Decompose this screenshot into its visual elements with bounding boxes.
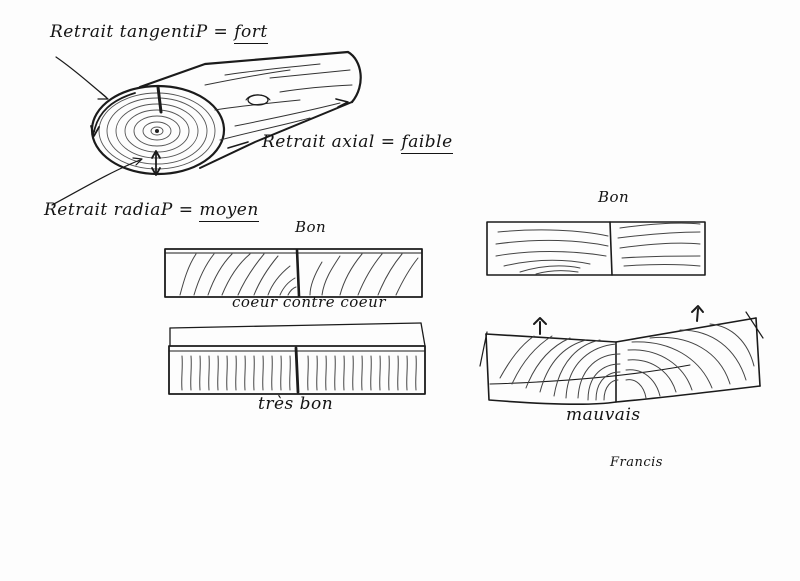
board-coeur-contre-coeur <box>164 248 423 298</box>
label-retrait-axial-value: faible <box>401 132 453 154</box>
label-signature: Francis <box>610 455 663 470</box>
grain-line <box>397 355 399 391</box>
grain-line <box>325 355 327 391</box>
grain-line <box>370 355 372 391</box>
log-drawing <box>51 50 362 206</box>
grain-line <box>343 355 345 391</box>
grain-line <box>253 355 255 391</box>
label-coeur-contre-coeur: coeur contre coeur <box>232 293 386 311</box>
grain-line <box>280 355 282 391</box>
grain-line <box>217 355 219 391</box>
label-retrait-tangentiel-term: Retrait tangentiP <box>50 22 208 42</box>
label-retrait-radial-value: moyen <box>199 200 259 222</box>
grain-line <box>388 355 390 391</box>
label-retrait-axial-term: Retrait axial <box>262 132 375 152</box>
grain-line <box>379 355 381 391</box>
label-retrait-tangentiel: Retrait tangentiP = fort <box>50 22 268 44</box>
label-tres-bon: très bon <box>258 394 334 414</box>
grain-line <box>190 355 192 391</box>
label-mauvais: mauvais <box>566 405 641 425</box>
log-bark-lines <box>204 63 353 141</box>
grain-line <box>361 355 363 391</box>
label-retrait-tangentiel-value: fort <box>234 22 268 44</box>
grain-line <box>289 355 291 391</box>
grain-line <box>334 355 336 391</box>
board-bon-right <box>486 221 706 276</box>
label-retrait-axial-eq: = <box>380 132 396 152</box>
label-bon-top: Bon <box>295 218 327 236</box>
board-tres-bon <box>168 322 426 395</box>
grain-line <box>181 355 183 391</box>
grain-line <box>235 355 237 391</box>
label-retrait-radial-term: Retrait radiaP <box>44 200 173 220</box>
label-retrait-radial-eq: = <box>178 200 194 220</box>
log-growth-rings <box>98 92 216 170</box>
label-retrait-radial: Retrait radiaP = moyen <box>44 200 259 222</box>
grain-line <box>199 355 201 391</box>
label-bon-right: Bon <box>598 188 630 206</box>
grain-line <box>316 355 318 391</box>
label-retrait-tangentiel-eq: = <box>213 22 229 42</box>
grain-line <box>352 355 354 391</box>
grain-line <box>262 355 264 391</box>
label-retrait-axial: Retrait axial = faible <box>262 132 453 154</box>
grain-line <box>406 355 408 391</box>
grain-line <box>226 355 228 391</box>
grain-line <box>271 355 273 391</box>
grain-line <box>307 355 309 391</box>
grain-line <box>208 355 210 391</box>
grain-line <box>415 355 417 391</box>
grain-line <box>244 355 246 391</box>
board-mauvais <box>479 305 764 405</box>
